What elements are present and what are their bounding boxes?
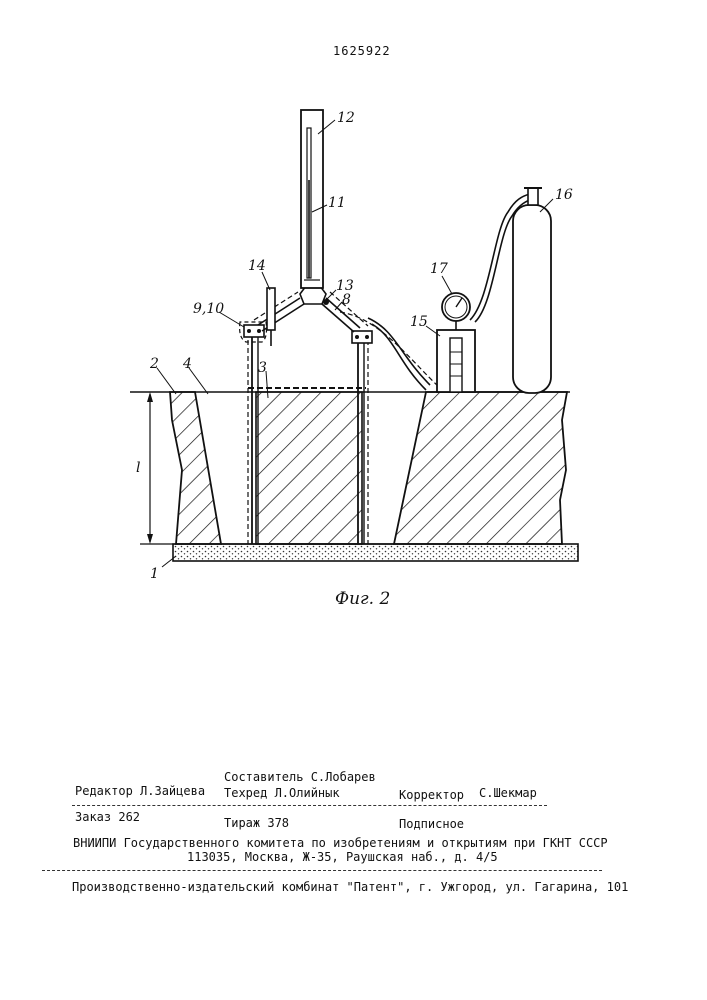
- techred: Техред Л.Олийнык: [224, 786, 340, 800]
- printer-line: Производственно-издательский комбинат "П…: [72, 880, 628, 894]
- address: 113035, Москва, Ж-35, Раушская наб., д. …: [187, 850, 498, 864]
- corrector-label: Корректор: [399, 788, 464, 802]
- editor: Редактор Л.Зайцева: [75, 784, 205, 798]
- divider: [72, 805, 547, 806]
- org-line: ВНИИПИ Государственного комитета по изоб…: [73, 836, 608, 850]
- corrector-name: С.Шекмар: [479, 786, 537, 800]
- circulation: Тираж 378: [224, 816, 289, 830]
- subscription: Подписное: [399, 817, 464, 831]
- order: Заказ 262: [75, 810, 140, 824]
- divider: [42, 870, 602, 871]
- compiler: Составитель С.Лобарев: [224, 770, 376, 784]
